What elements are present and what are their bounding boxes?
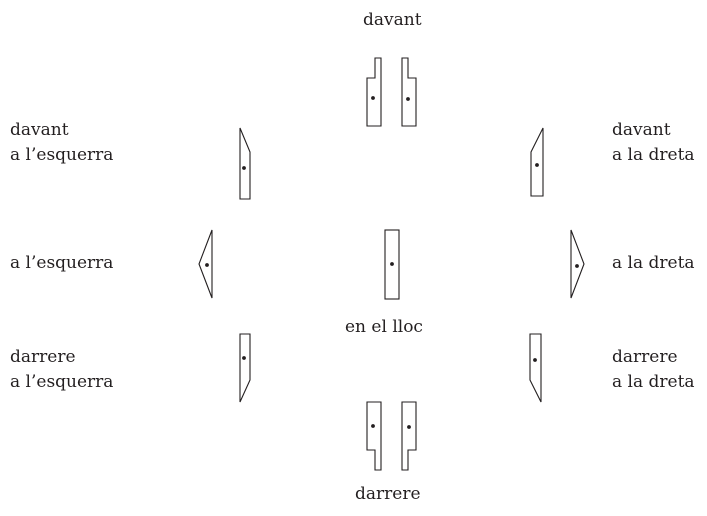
back-right-shape: [529, 333, 542, 403]
label-back-right: darrere a la dreta: [612, 347, 695, 392]
backward-right-foot: [401, 401, 417, 471]
label-left: a l’esquerra: [10, 253, 114, 273]
label-front-right: davant a la dreta: [612, 120, 695, 165]
forward-right-dot: [406, 97, 410, 101]
in-place-shape: [384, 229, 400, 300]
forward-right-shape: [530, 127, 544, 197]
label-front-left: davant a l’esquerra: [10, 120, 114, 165]
left-shape: [198, 229, 213, 299]
forward-left-shape: [239, 127, 251, 200]
forward-right-foot: [401, 57, 417, 127]
label-in-place: en el lloc: [345, 317, 423, 337]
backward-pair-shape: [366, 401, 417, 471]
forward-left-dot: [371, 96, 375, 100]
label-front: davant: [363, 10, 422, 30]
forward-pair-shape: [366, 57, 417, 127]
label-back-left: darrere a l’esquerra: [10, 347, 114, 392]
back-left-shape: [239, 333, 251, 403]
label-right: a la dreta: [612, 253, 695, 273]
backward-left-dot: [371, 424, 375, 428]
label-back: darrere: [355, 484, 421, 504]
forward-left-foot: [366, 57, 382, 127]
backward-left-foot: [366, 401, 382, 471]
right-shape: [570, 229, 585, 299]
backward-right-dot: [407, 425, 411, 429]
